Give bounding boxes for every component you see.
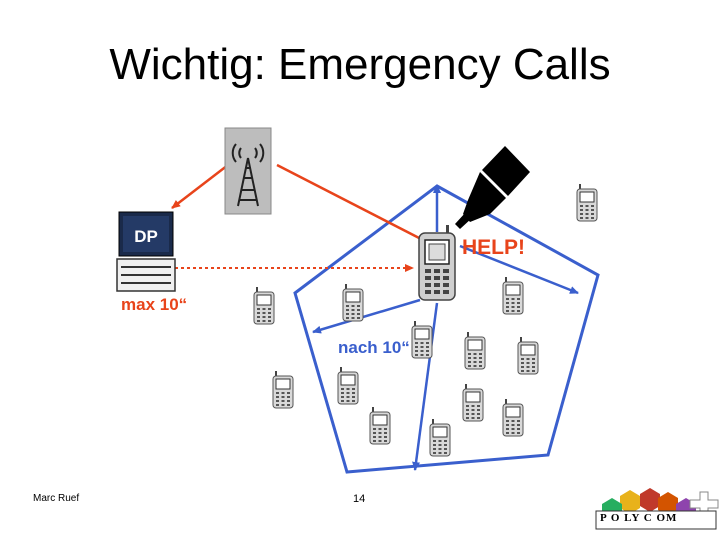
network-arrows: [312, 184, 579, 471]
slide-title: Wichtig: Emergency Calls: [109, 40, 611, 89]
mobile-phone-icon: [411, 320, 433, 359]
footer-author: Marc Ruef: [33, 493, 80, 504]
mobile-phone-icon: [253, 286, 275, 325]
logo-text: P O LY C OM: [600, 512, 678, 524]
mobile-phone-icon: [464, 331, 486, 370]
mobile-phone-icon: [502, 276, 524, 315]
arrow-phone-to-tower: [276, 163, 424, 242]
arrow-tower-to-dp: [171, 164, 229, 209]
mobile-phone-icon: [576, 183, 598, 222]
mobile-phone-icon: [502, 398, 524, 437]
cell-tower-icon: [224, 127, 272, 215]
network-timing-label: nach 10“: [338, 338, 410, 357]
pointing-hand-icon: [455, 146, 530, 229]
arrow-left: [312, 298, 421, 334]
arrow-down: [412, 302, 439, 471]
mobile-phone-icon: [369, 406, 391, 445]
arrow-right: [459, 244, 579, 295]
page-number: 14: [353, 493, 366, 505]
emergency-path: [171, 163, 424, 272]
dp-terminal-icon: [116, 211, 176, 292]
mobile-phone-icon: [462, 383, 484, 422]
mobile-phone-icon: [342, 283, 364, 322]
mobile-phone-icon: [337, 366, 359, 405]
dp-timing-label: max 10“: [121, 295, 187, 314]
help-label: HELP!: [462, 236, 525, 259]
mobile-phone-icon: [272, 370, 294, 409]
mobile-phone-icon: [429, 418, 451, 457]
dp-label: DP: [134, 227, 158, 246]
calling-phone-icon: [418, 225, 456, 301]
network-boundary: [293, 184, 600, 474]
polycom-logo-icon: [595, 488, 719, 530]
mobile-phone-icon: [517, 336, 539, 375]
